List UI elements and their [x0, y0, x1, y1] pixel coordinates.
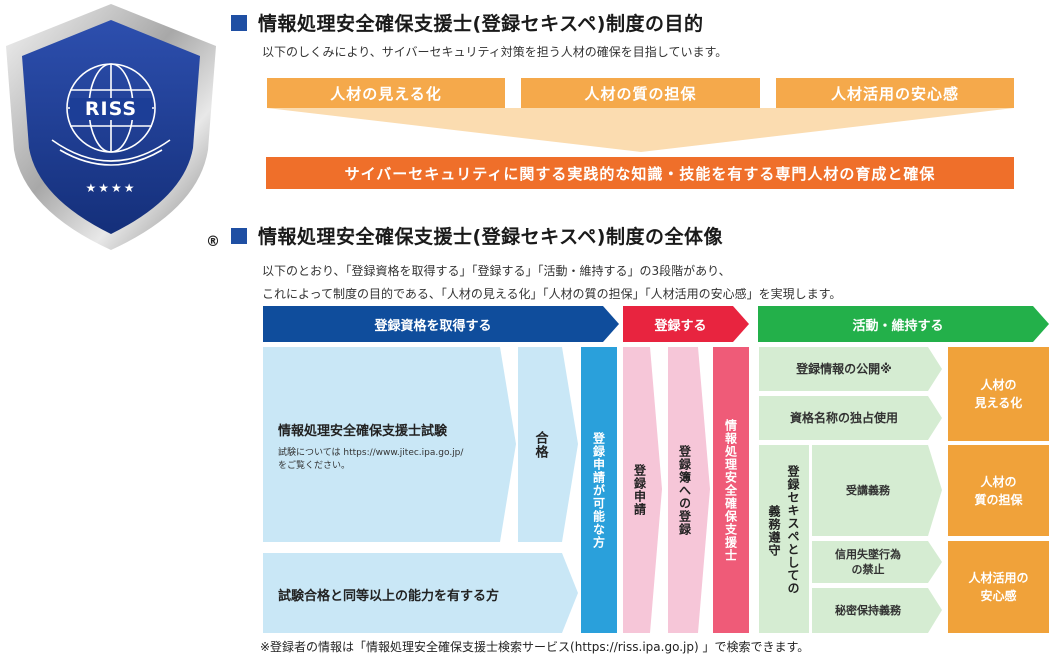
phase-register: 登録する — [654, 318, 707, 334]
outcome-visibility-l1: 人材の — [980, 378, 1017, 392]
outcome-visibility: 人材の 見える化 — [948, 347, 1049, 441]
pass-label: 合格 — [532, 430, 548, 459]
exam-note-line1: 試験については https://www.jitec.ipa.go.jp/ — [278, 448, 464, 458]
qualify-flow-shapes — [263, 347, 578, 633]
outcome-reassurance: 人材活用の 安心感 — [948, 541, 1049, 633]
outcome-quality-l1: 人材の — [980, 474, 1017, 489]
register-label: 登録簿への登録 — [677, 444, 692, 536]
exam-title: 情報処理安全確保支援士試験 — [278, 424, 448, 439]
outcome-reassurance-l1: 人材活用の — [968, 571, 1029, 585]
funnel-arrow — [267, 108, 1014, 152]
public-info-label: 登録情報の公開※ — [796, 361, 892, 376]
training-label: 受講義務 — [846, 483, 890, 497]
obligation-outer-label: 登録セキスペとしての — [786, 465, 800, 595]
riss-shield-logo — [6, 4, 216, 250]
goal-banner: サイバーセキュリティに関する実践的な知識・技能を有する専門人材の育成と確保 — [266, 157, 1014, 189]
pillar-reassurance: 人材活用の安心感 — [776, 78, 1014, 108]
equivalent-label: 試験合格と同等以上の能力を有する方 — [278, 589, 500, 604]
footnote: ※登録者の情報は「情報処理安全確保支援士検索サービス(https://riss.… — [260, 640, 810, 654]
section2-lead-line2: これによって制度の目的である、「人材の見える化」「人材の質の担保」「人材活用の安… — [262, 287, 842, 301]
pillar-visibility: 人材の見える化 — [267, 78, 505, 108]
phase-qualify: 登録資格を取得する — [374, 318, 492, 334]
section1-marker — [231, 15, 247, 31]
activity-flow-shapes — [759, 347, 942, 633]
no-misconduct-line1: 信用失墜行為 — [835, 547, 901, 561]
phase-arrows — [263, 306, 1049, 342]
no-misconduct-label: 信用失墜行為 の禁止 — [812, 541, 924, 583]
outcome-quality-l2: 質の担保 — [974, 492, 1023, 507]
obligation-inner-label: 義務遵守 — [767, 505, 781, 557]
eligible-bar: 登録申請が可能な方 — [581, 347, 617, 633]
exam-block: 情報処理安全確保支援士試験 試験については https://www.jitec.… — [278, 420, 518, 471]
outcome-reassurance-l2: 安心感 — [980, 589, 1017, 603]
outcome-visibility-l2: 見える化 — [974, 396, 1023, 410]
riss-logo-text: RISS — [84, 98, 138, 120]
section2-marker — [231, 228, 247, 244]
apply-label: 登録申請 — [632, 464, 647, 516]
confidentiality-label: 秘密保持義務 — [835, 603, 901, 617]
section1-lead: 以下のしくみにより、サイバーセキュリティ対策を担う人材の確保を目指しています。 — [262, 45, 728, 59]
pillar-quality: 人材の質の担保 — [521, 78, 760, 108]
no-misconduct-line2: の禁止 — [851, 563, 885, 576]
logo-stars: ★★★★ — [85, 181, 137, 195]
certified-bar: 情報処理安全確保支援士 — [713, 347, 749, 633]
exclusive-name-label: 資格名称の独占使用 — [789, 410, 898, 425]
obligation-group: 登録セキスペとしての 義務遵守 — [759, 445, 809, 633]
outcome-quality: 人材の 質の担保 — [948, 445, 1049, 536]
section1-title: 情報処理安全確保支援士(登録セキスペ)制度の目的 — [258, 13, 704, 35]
phase-activity: 活動・維持する — [852, 318, 944, 334]
section2-title: 情報処理安全確保支援士(登録セキスペ)制度の全体像 — [258, 226, 723, 248]
registered-mark: ® — [206, 234, 220, 250]
register-flow-shapes — [623, 347, 710, 633]
exam-note-line2: をご覧ください。 — [278, 461, 351, 471]
section2-lead-line1: 以下のとおり、「登録資格を取得する」「登録する」「活動・維持する」の3段階があり… — [262, 264, 731, 278]
